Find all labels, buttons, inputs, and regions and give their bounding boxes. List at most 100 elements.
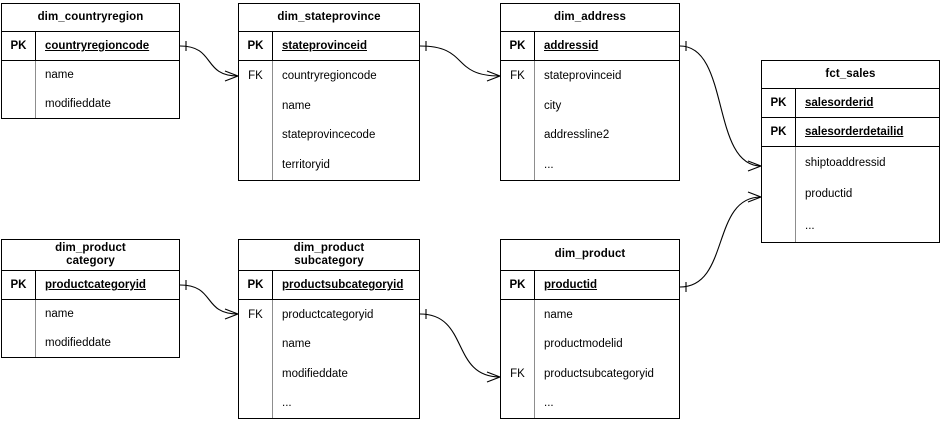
key-badge-pk: PK bbox=[239, 32, 273, 60]
key-badge-none bbox=[501, 389, 534, 419]
field-cell: countryregioncode bbox=[36, 40, 179, 52]
relationship-productcategory-to-subcategory bbox=[179, 280, 239, 320]
entity-title-dim_address: dim_address bbox=[501, 4, 679, 32]
cardinality-many-marker bbox=[486, 70, 501, 82]
attribute-row[interactable]: city bbox=[544, 99, 562, 112]
field-name: salesorderdetailid bbox=[805, 126, 904, 138]
key-badge-pk: PK bbox=[762, 118, 796, 146]
attribute-row[interactable]: productmodelid bbox=[544, 338, 623, 351]
key-badge-none bbox=[239, 359, 272, 389]
attribute-key-column: FK bbox=[239, 61, 273, 180]
attribute-key-column bbox=[2, 300, 36, 357]
field-cell: productsubcategoryid bbox=[273, 279, 419, 291]
key-badge-pk: PK bbox=[239, 271, 273, 299]
relationship-address-to-sales bbox=[679, 41, 762, 172]
key-badge-none bbox=[239, 330, 272, 360]
attribute-row[interactable]: ... bbox=[805, 220, 815, 233]
attribute-block-fct_sales: shiptoaddressid productid... bbox=[762, 147, 939, 242]
attribute-row[interactable]: name bbox=[45, 69, 74, 82]
key-badge-fk: FK bbox=[248, 69, 263, 82]
attribute-row[interactable]: name bbox=[45, 308, 74, 321]
attribute-row[interactable]: countryregioncode bbox=[282, 69, 377, 82]
entity-title-line: dim_product bbox=[55, 241, 126, 254]
entity-title-fct_sales: fct_sales bbox=[762, 61, 939, 89]
key-badge-none bbox=[239, 91, 272, 121]
entity-title-dim_stateprovince: dim_stateprovince bbox=[239, 4, 419, 32]
key-badge-pk: PK bbox=[2, 32, 36, 60]
relationship-line bbox=[419, 313, 501, 378]
relationship-subcategory-to-product bbox=[419, 309, 501, 383]
attribute-row[interactable]: name bbox=[282, 338, 311, 351]
cardinality-many-marker bbox=[747, 160, 762, 172]
key-badge-none bbox=[2, 61, 35, 90]
attribute-row[interactable]: stateprovincecode bbox=[282, 129, 376, 142]
key-badge-pk: PK bbox=[501, 271, 535, 299]
key-badge-none bbox=[762, 179, 795, 211]
attribute-row[interactable]: name bbox=[282, 99, 311, 112]
entity-title-line: dim_product bbox=[554, 248, 626, 261]
key-row-fct_sales-salesorderdetailid[interactable]: PK salesorderdetailid bbox=[762, 118, 939, 147]
attribute-row[interactable]: modifieddate bbox=[45, 336, 111, 349]
entity-title-line: subcategory bbox=[294, 255, 364, 267]
field-name: countryregioncode bbox=[45, 40, 150, 52]
attribute-row[interactable]: name bbox=[544, 308, 573, 321]
entity-title-dim_countryregion: dim_countryregion bbox=[2, 4, 179, 32]
key-badge-none bbox=[501, 300, 534, 330]
entity-title-line: category bbox=[66, 255, 115, 267]
key-badge-pk: PK bbox=[501, 32, 535, 60]
key-row-dim_countryregion-countryregioncode[interactable]: PK countryregioncode bbox=[2, 32, 179, 61]
key-badge-none bbox=[501, 91, 534, 121]
attribute-row[interactable]: modifieddate bbox=[282, 367, 348, 380]
relationship-line bbox=[179, 284, 239, 315]
key-badge-fk: FK bbox=[510, 69, 525, 82]
relationship-stateprovince-to-address bbox=[419, 41, 501, 82]
attribute-row[interactable]: ... bbox=[544, 159, 554, 172]
attribute-name-column: countryregioncode name stateprovincecode te… bbox=[273, 61, 419, 180]
key-badge-none bbox=[2, 300, 35, 329]
cardinality-many-marker bbox=[747, 191, 762, 203]
attribute-block-dim_address: FK stateprovinceid city addressline2... bbox=[501, 61, 679, 180]
attribute-row[interactable]: stateprovinceid bbox=[544, 69, 622, 82]
entity-title-dim_product: dim_product bbox=[501, 240, 679, 271]
attribute-block-dim_stateprovince: FK countryregioncode name stateprovincecode… bbox=[239, 61, 419, 180]
entity-title-line: dim_address bbox=[553, 10, 627, 23]
field-name: productcategoryid bbox=[45, 279, 146, 291]
attribute-name-column: productcategoryid name modifieddate... bbox=[273, 300, 419, 418]
attribute-row[interactable]: productsubcategoryid bbox=[544, 367, 654, 380]
attribute-row[interactable]: addressline2 bbox=[544, 129, 610, 142]
relationship-line bbox=[179, 45, 239, 77]
attribute-row[interactable]: shiptoaddressid bbox=[805, 156, 886, 169]
key-badge-fk: FK bbox=[248, 308, 263, 321]
attribute-row[interactable]: productcategoryid bbox=[282, 308, 374, 321]
entity-title-line: fct_sales bbox=[825, 67, 876, 80]
attribute-key-column bbox=[2, 61, 36, 118]
attribute-name-column: name modifieddate bbox=[36, 61, 179, 118]
attribute-row[interactable]: productid bbox=[805, 188, 853, 201]
attribute-row[interactable]: ... bbox=[282, 397, 292, 410]
cardinality-many-marker bbox=[486, 371, 501, 383]
key-badge-none bbox=[501, 330, 534, 360]
attribute-row[interactable]: territoryid bbox=[282, 159, 330, 172]
attribute-block-dim_productcategory: name modifieddate bbox=[2, 300, 179, 357]
attribute-row[interactable]: ... bbox=[544, 397, 554, 410]
cardinality-many-marker bbox=[224, 308, 239, 320]
attribute-row[interactable]: modifieddate bbox=[45, 97, 111, 110]
relationship-product-to-sales bbox=[679, 191, 762, 292]
field-cell: addressid bbox=[535, 40, 679, 52]
